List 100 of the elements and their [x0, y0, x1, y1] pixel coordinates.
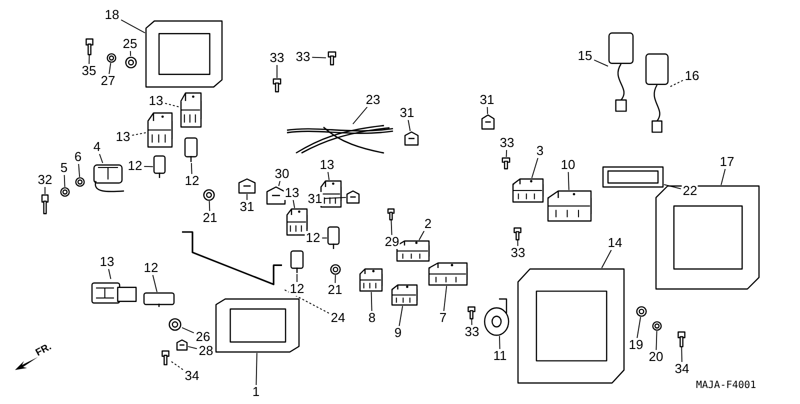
diagram-code: MAJA-F4001	[696, 380, 756, 391]
leader-line	[664, 184, 682, 190]
callout-number: 12	[304, 231, 322, 245]
leader-line	[531, 158, 538, 178]
leader-line	[182, 327, 194, 334]
leader-line	[208, 200, 210, 212]
leader-line	[398, 306, 404, 326]
leader-line	[334, 274, 336, 284]
leader-line	[190, 162, 192, 174]
ecu-drawing	[655, 185, 760, 290]
callout-number: 28	[198, 344, 214, 358]
connector-drawing	[153, 155, 166, 179]
leader-line	[44, 186, 46, 194]
callout-number: 7	[438, 311, 448, 325]
bolt-drawing	[386, 208, 396, 220]
leader-line	[499, 336, 500, 350]
panel-drawing	[602, 166, 664, 188]
leader-line	[132, 132, 148, 136]
module-drawing	[517, 268, 625, 384]
leader-line	[120, 19, 146, 34]
leader-line	[328, 172, 330, 180]
callout-number: 21	[326, 283, 344, 297]
grommet-drawing	[330, 264, 341, 275]
clip-drawing	[346, 190, 360, 204]
leader-line	[352, 106, 368, 124]
grommet-drawing	[203, 189, 215, 201]
callout-number: 31	[478, 93, 496, 107]
leader-line	[246, 194, 248, 200]
callout-number: 21	[202, 211, 218, 225]
leader-line	[170, 360, 184, 370]
callout-number: 13	[114, 130, 132, 144]
connector-drawing	[184, 137, 198, 163]
box-drawing	[428, 262, 468, 286]
leader-line	[636, 316, 642, 338]
nut-drawing	[636, 306, 647, 317]
callout-number: 13	[284, 186, 300, 200]
callout-number: 3	[535, 144, 545, 158]
callout-number: 31	[306, 192, 324, 206]
callout-number: 17	[718, 155, 736, 169]
callout-number: 25	[122, 37, 138, 51]
bolt-drawing	[500, 157, 512, 169]
leader-line	[370, 292, 372, 312]
leader-line	[601, 250, 612, 268]
leader-line	[188, 346, 198, 350]
callout-number: 12	[184, 174, 200, 188]
box-drawing	[391, 284, 418, 306]
leader-line	[408, 120, 411, 132]
callout-number: 1	[251, 385, 261, 399]
direction-label: FR.	[34, 341, 54, 359]
leader-line	[144, 166, 154, 168]
box-drawing	[547, 190, 592, 222]
clip-drawing	[404, 131, 419, 146]
callout-number: 29	[384, 235, 400, 249]
callout-number: 33	[510, 246, 526, 260]
connector-drawing	[290, 250, 304, 274]
switch-drawing	[608, 32, 634, 112]
callout-number: 34	[674, 362, 690, 376]
leader-line	[296, 274, 298, 282]
leader-line	[418, 230, 425, 240]
connector-drawing	[143, 292, 175, 308]
connector-drawing	[327, 226, 340, 250]
bolt-drawing	[271, 78, 283, 92]
leader-line	[681, 346, 682, 362]
leader-line	[78, 164, 80, 178]
callout-number: 26	[194, 330, 212, 344]
callout-number: 16	[684, 69, 700, 83]
leader-line	[284, 289, 330, 314]
callout-number: 19	[628, 338, 644, 352]
callout-number: 34	[184, 369, 200, 383]
callout-number: 33	[294, 50, 312, 64]
callout-number: 14	[606, 236, 624, 250]
leader-line	[88, 54, 90, 64]
leader-line	[64, 174, 66, 188]
relay-drawing	[320, 180, 342, 208]
bolt-drawing	[160, 350, 171, 365]
leader-line	[568, 172, 570, 190]
leader-line	[312, 56, 326, 58]
callout-number: 8	[367, 311, 377, 325]
callout-number: 10	[560, 158, 576, 172]
nut-drawing	[652, 321, 662, 331]
grommet-drawing	[168, 318, 182, 331]
clip-drawing	[238, 178, 256, 194]
box-drawing	[359, 268, 383, 292]
callout-number: 4	[92, 140, 102, 154]
leader-line	[506, 150, 508, 158]
leader-line	[720, 168, 726, 186]
callout-number: 22	[682, 184, 698, 198]
callout-number: 27	[100, 74, 116, 88]
leader-line	[276, 64, 278, 78]
relay-drawing	[286, 208, 308, 236]
callout-number: 33	[268, 51, 286, 65]
relay-drawing	[180, 92, 202, 128]
harness-drawing	[285, 124, 395, 155]
callout-number: 23	[364, 93, 382, 107]
callout-number: 12	[288, 282, 306, 296]
leader-line	[99, 154, 104, 164]
tray-drawing	[215, 298, 300, 353]
leader-line	[471, 318, 472, 326]
bolt-drawing	[326, 51, 338, 65]
bolt-drawing	[466, 306, 477, 319]
